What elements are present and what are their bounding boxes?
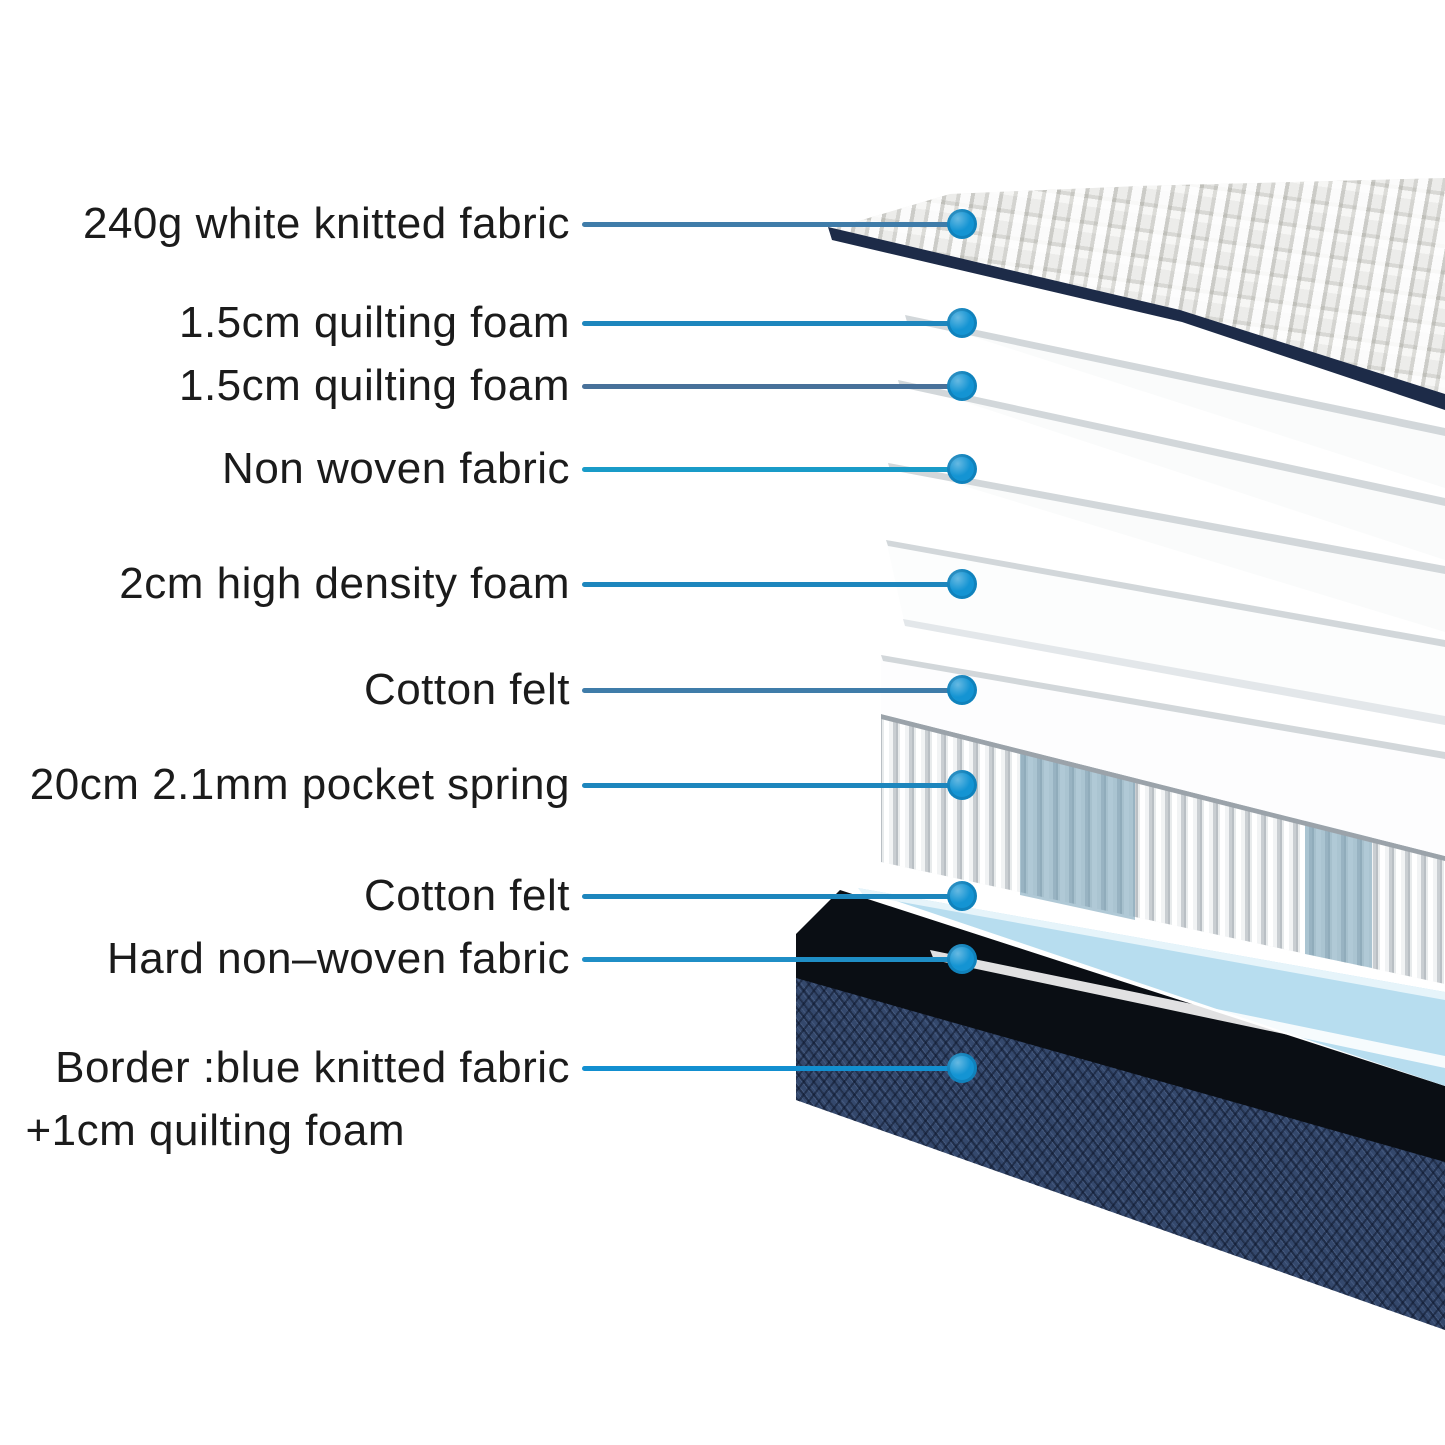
callout-line bbox=[582, 688, 950, 693]
callout-line bbox=[582, 1066, 950, 1071]
layer-label-quilting-foam-1: 1.5cm quilting foam bbox=[178, 297, 570, 347]
callout-line bbox=[582, 582, 950, 587]
layer-label-border-line1: Border :blue knitted fabric bbox=[55, 1042, 570, 1092]
callout-line bbox=[582, 321, 950, 326]
callout-line bbox=[582, 783, 950, 788]
layer-label-pocket-spring: 20cm 2.1mm pocket spring bbox=[29, 759, 570, 809]
layer-marker-dot bbox=[947, 770, 977, 800]
layer-label-border-line2: +1cm quilting foam bbox=[25, 1105, 405, 1155]
layer-marker-dot bbox=[947, 1053, 977, 1083]
callout-line bbox=[582, 957, 950, 962]
layer-label-knitted-fabric: 240g white knitted fabric bbox=[82, 198, 570, 248]
layer-label-non-woven-fabric: Non woven fabric bbox=[222, 443, 570, 493]
callout-line bbox=[582, 467, 950, 472]
layer-marker-dot bbox=[947, 308, 977, 338]
layer-label-quilting-foam-2: 1.5cm quilting foam bbox=[178, 360, 570, 410]
layer-marker-dot bbox=[947, 675, 977, 705]
layer-label-high-density-foam: 2cm high density foam bbox=[119, 558, 570, 608]
callout-line bbox=[582, 222, 950, 227]
callout-line bbox=[582, 894, 950, 899]
layer-label-cotton-felt-top: Cotton felt bbox=[363, 664, 570, 714]
layer-label-hard-non-woven: Hard non–woven fabric bbox=[107, 933, 570, 983]
layer-marker-dot bbox=[947, 209, 977, 239]
callout-line bbox=[582, 384, 950, 389]
layer-label-cotton-felt-bottom: Cotton felt bbox=[363, 870, 570, 920]
layer-marker-dot bbox=[947, 371, 977, 401]
layer-marker-dot bbox=[947, 454, 977, 484]
layer-marker-dot bbox=[947, 944, 977, 974]
layer-marker-dot bbox=[947, 569, 977, 599]
layer-marker-dot bbox=[947, 881, 977, 911]
